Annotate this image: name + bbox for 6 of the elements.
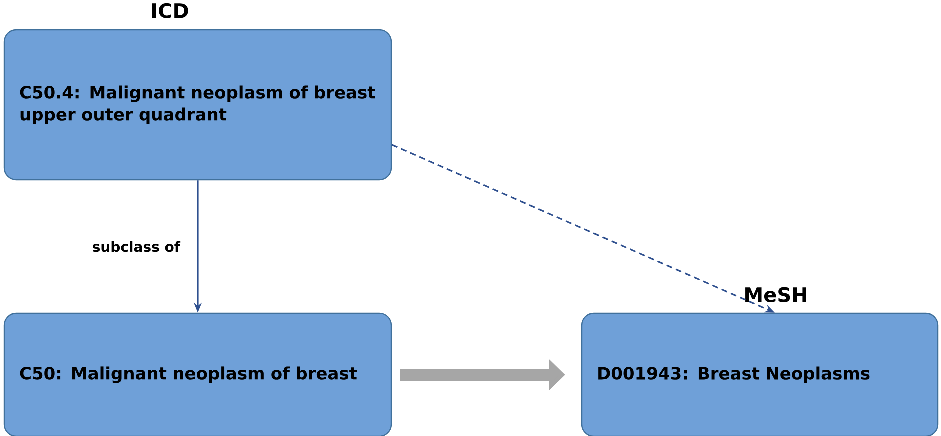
rounded-box: C50.4: Malignant neoplasm of breast upper outer quadrant — [4, 29, 392, 181]
rounded-box: D001943: Breast Neoplasms — [581, 312, 939, 436]
rounded-box: C50: Malignant neoplasm of breast — [4, 312, 392, 436]
heading: MeSH — [746, 287, 806, 302]
edge-label: subclass of — [93, 241, 181, 252]
heading: ICD — [152, 3, 188, 18]
